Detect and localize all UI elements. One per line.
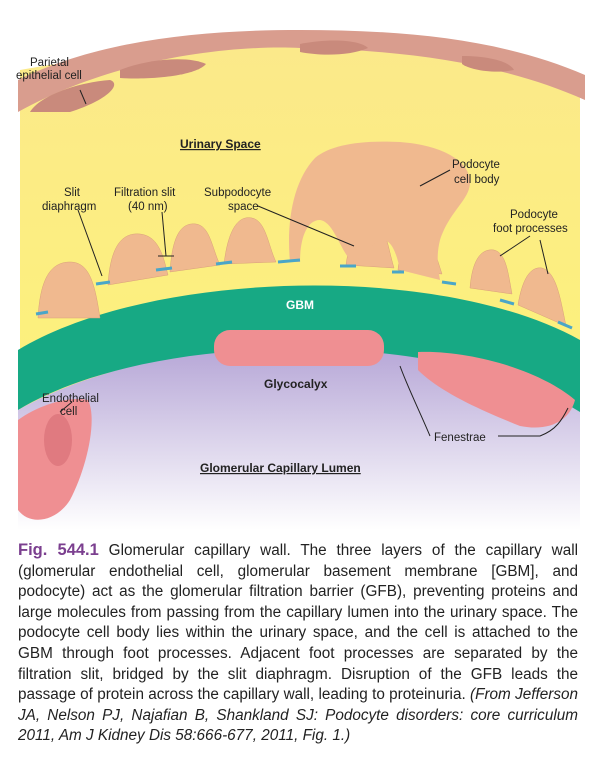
leader-slit-diaphragm [77,209,103,277]
figure-label: Fig. 544.1 [18,541,99,559]
label-filtration-2: (40 nm) [128,201,168,213]
label-endothelial-1: Endothelial [42,393,99,405]
label-foot-processes-2: foot processes [493,223,568,235]
gbm-band [18,285,580,412]
leader-foot-process-1 [499,235,531,257]
slit-diaphragm [277,258,301,264]
leader-podocyte-body [419,169,451,187]
endothelial-cell-right [418,351,575,428]
slit-diaphragm [155,266,173,272]
foot-process [517,267,567,327]
foot-process [37,261,101,319]
leader-filtration-slit [161,211,167,257]
label-podocyte-body-1: Podocyte [452,159,500,171]
parietal-epithelial-layer [18,30,585,112]
endothelial-nucleus [44,414,72,466]
slit-diaphragm-group [35,258,573,330]
leader-lines [59,89,569,437]
label-parietal-2: epithelial cell [16,70,82,82]
slit-diaphragm [35,310,49,316]
label-glycocalyx: Glycocalyx [264,377,328,391]
caption-text: Glomerular capillary wall. The three lay… [18,542,578,704]
leader-fenestrae-2 [498,407,569,437]
diagram-canvas: Parietal epithelial cell Urinary Space P… [16,30,585,530]
leader-parietal [79,89,87,105]
label-podocyte-body-2: cell body [454,174,500,186]
label-subpodocyte-1: Subpodocyte [204,187,271,199]
leader-foot-process-2 [539,239,549,275]
label-subpodocyte-2: space [228,201,259,213]
slit-diaphragm [557,320,573,330]
capillary-wall-diagram: Parietal epithelial cell Urinary Space P… [16,30,585,530]
foot-process [223,217,277,265]
foot-process [169,223,221,273]
label-lumen: Glomerular Capillary Lumen [200,461,361,475]
podocyte-cell-body [289,141,470,280]
leader-fenestrae [399,365,431,437]
parietal-cell-4 [462,56,514,72]
glycocalyx-region [18,344,580,530]
figure-caption: Fig. 544.1 Glomerular capillary wall. Th… [18,540,578,747]
label-slit-2: diaphragm [42,201,96,213]
foot-process [107,233,169,286]
slit-diaphragm [499,298,515,306]
label-fenestrae: Fenestrae [434,432,486,444]
endothelial-cell-center [214,330,384,366]
label-gbm: GBM [286,298,314,312]
caption-credit: (From Jefferson JA, Nelson PJ, Najafian … [18,686,579,745]
label-foot-processes-1: Podocyte [510,209,558,221]
parietal-cell-1 [30,80,115,112]
slit-diaphragm [441,280,457,286]
slit-diaphragm [215,260,233,266]
leader-subpodocyte [257,205,355,247]
parietal-cell-2 [120,59,206,79]
parietal-cell-3 [300,40,368,55]
label-parietal-1: Parietal [30,57,69,69]
slit-diaphragm [95,280,111,286]
label-endothelial-2: cell [60,406,77,418]
leader-endothelial [59,401,73,413]
label-filtration-1: Filtration slit [114,187,176,199]
labels-group: Parietal epithelial cell Urinary Space P… [16,57,568,475]
label-urinary-space: Urinary Space [180,137,261,151]
foot-process [469,249,513,295]
label-slit-1: Slit [64,187,81,199]
